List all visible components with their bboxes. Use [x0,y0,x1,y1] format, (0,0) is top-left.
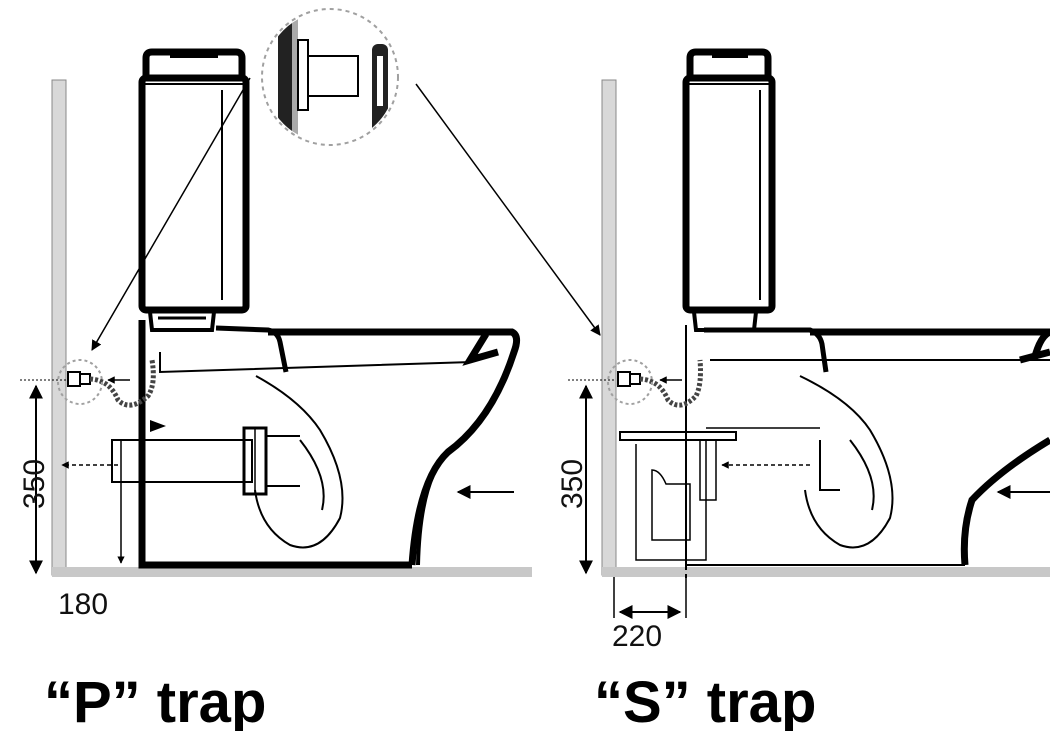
p-trap-height-dim: 350 [18,459,51,509]
flexible-hose [89,359,156,408]
flexible-hose [639,359,703,408]
inlet-detail-magnifier [261,8,601,336]
floor [602,567,1050,577]
water-inlet-hose [607,359,703,408]
p-trap-diagram: 350 180 [18,48,532,621]
detail-circle [57,359,103,405]
s-trap-outlet-pipe [619,427,820,578]
wall [51,79,67,576]
s-trap-diagram: 350 220 [556,48,1050,653]
wall [601,79,617,576]
cistern [138,48,250,332]
detail-circle [607,359,653,405]
cistern [682,48,776,332]
p-trap-offset-dim: 180 [58,588,108,621]
s-trap-offset-dim: 220 [612,620,662,653]
toilet-bowl [685,325,1050,566]
water-inlet-hose [57,359,156,408]
floor [52,567,532,577]
s-trap-title: “S” trap [594,670,816,731]
toilet-bowl [138,320,521,569]
p-trap-title: “P” trap [44,670,266,731]
p-trap-outlet-pipe [111,426,300,496]
s-trap-height-dim: 350 [556,459,589,509]
